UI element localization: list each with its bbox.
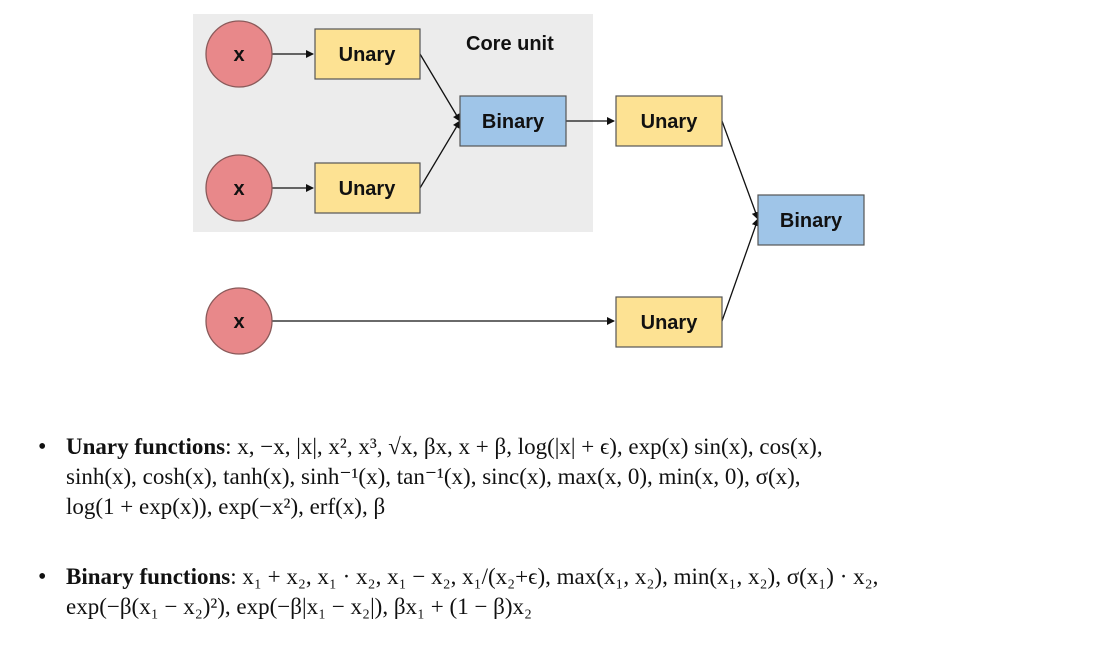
svg-text:x: x — [233, 311, 244, 333]
function-list: • Unary functions: x, −x, |x|, x², x³, √… — [38, 432, 1078, 619]
unary-line-1: Unary functions: x, −x, |x|, x², x³, √x,… — [66, 434, 823, 459]
input-node-3: x — [205, 287, 273, 355]
input-node-1: x — [205, 20, 273, 88]
svg-text:Unary: Unary — [339, 178, 397, 200]
binary-node-2: Binary — [757, 194, 865, 246]
svg-text:Unary: Unary — [641, 312, 699, 334]
unary-line-3: log(1 + exp(x)), exp(−x²), erf(x), β — [66, 494, 386, 519]
binary-line-2: exp(−β(x₁ − x₂)²), exp(−β|x₁ − x₂|), βx₁… — [66, 594, 533, 619]
edges — [272, 50, 760, 325]
binary-functions-title: Binary functions — [66, 564, 231, 589]
unary-node-2: Unary — [314, 162, 421, 214]
svg-text:Unary: Unary — [339, 44, 397, 66]
binary-functions-text: x₁ + x₂, x₁ · x₂, x₁ − x₂, x₁/(x₂+ϵ), ma… — [236, 564, 879, 589]
unary-node-1: Unary — [314, 28, 421, 80]
svg-text:x: x — [233, 178, 244, 200]
svg-text:Binary: Binary — [482, 111, 545, 133]
unary-line-2: sinh(x), cosh(x), tanh(x), sinh⁻¹(x), ta… — [66, 464, 801, 489]
binary-functions-item: • Binary functions: x₁ + x₂, x₁ · x₂, x₁… — [38, 562, 1101, 622]
edge-unary4-binary2 — [721, 218, 760, 322]
edge-unary2-binary1 — [419, 120, 461, 189]
unary-node-3: Unary — [615, 95, 723, 147]
unary-functions-title: Unary functions — [66, 434, 226, 459]
binary-node-1: Binary — [459, 95, 567, 147]
core-unit-label: Core unit — [466, 33, 554, 55]
architecture-diagram: Core unit x x x Unary Unary Unary Unary — [193, 14, 865, 355]
svg-text:Unary: Unary — [641, 111, 699, 133]
edge-unary3-binary2 — [721, 120, 760, 220]
unary-node-4: Unary — [615, 296, 723, 348]
binary-line-1: Binary functions: x₁ + x₂, x₁ · x₂, x₁ −… — [66, 564, 879, 589]
svg-text:x: x — [233, 44, 244, 66]
bullet-icon: • — [38, 564, 47, 590]
unary-functions-text: x, −x, |x|, x², x³, √x, βx, x + β, log(|… — [231, 434, 823, 459]
svg-text:Binary: Binary — [780, 210, 843, 232]
unary-functions-item: • Unary functions: x, −x, |x|, x², x³, √… — [38, 432, 1078, 522]
input-node-2: x — [205, 154, 273, 222]
bullet-icon: • — [38, 434, 47, 460]
edge-unary1-binary1 — [419, 53, 461, 122]
